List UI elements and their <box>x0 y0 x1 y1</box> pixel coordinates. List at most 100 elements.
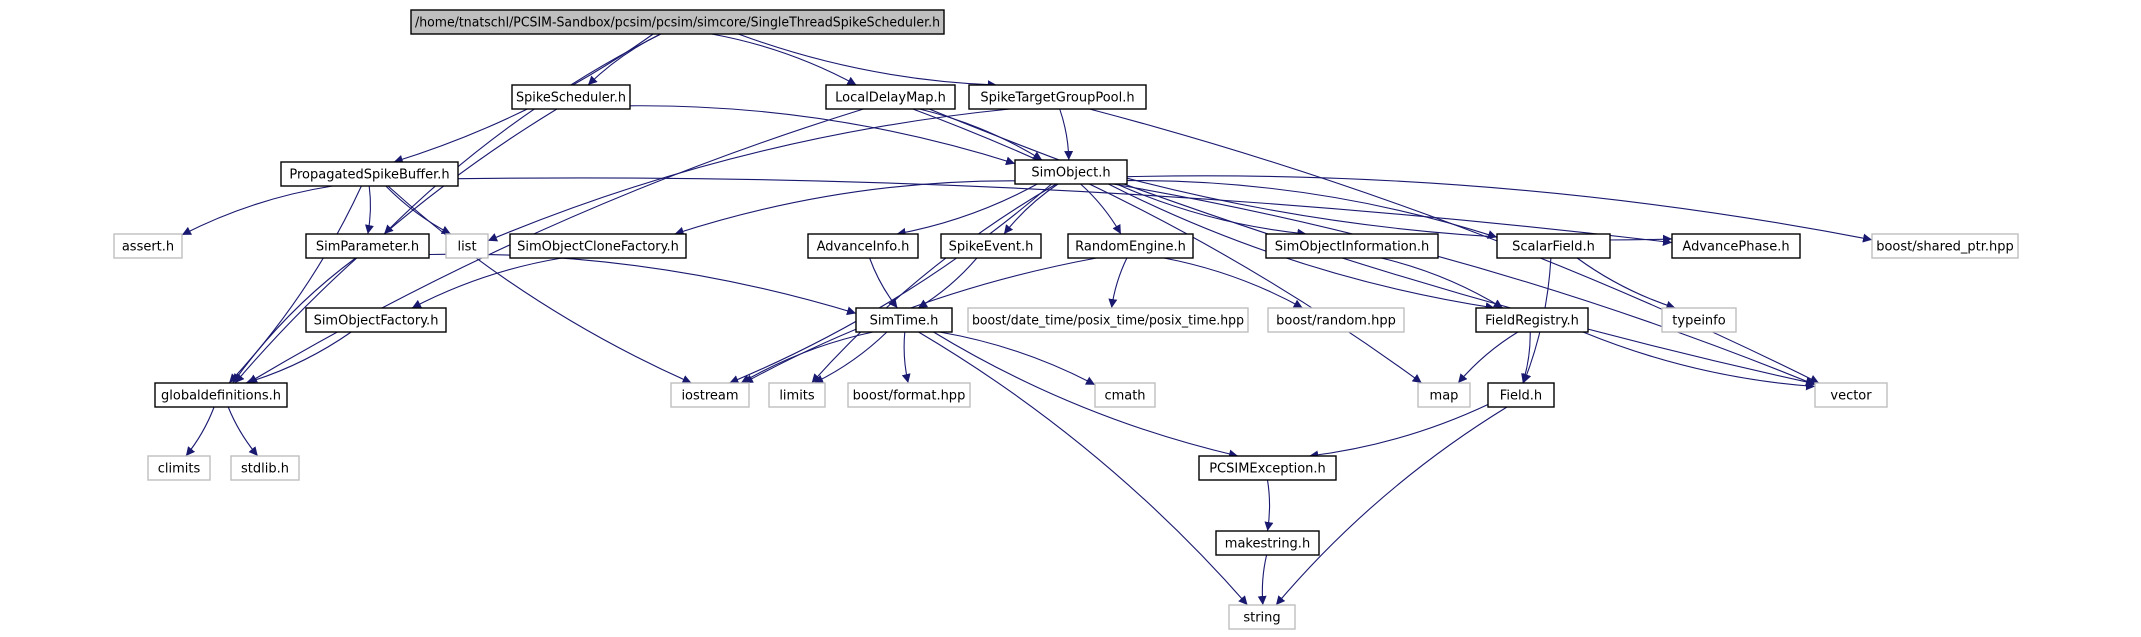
node-scalarfield[interactable]: ScalarField.h <box>1496 233 1611 259</box>
node-label: boost/date_time/posix_time/posix_time.hp… <box>972 314 1244 329</box>
edge-propagatedspikebuffer-to-advancephase <box>457 177 1673 247</box>
edge-simobject-to-advanceinfo <box>896 183 1038 237</box>
edge-line <box>1309 404 1489 460</box>
node-propagatedspikebuffer[interactable]: PropagatedSpikeBuffer.h <box>280 161 459 187</box>
edge-fieldregistry-to-field <box>1521 331 1531 384</box>
edge-simobject-to-limits <box>811 183 1057 384</box>
node-localdelaymap[interactable]: LocalDelayMap.h <box>825 84 956 110</box>
node-box <box>1014 159 1128 185</box>
node-simobject[interactable]: SimObject.h <box>1014 159 1128 185</box>
edge-line <box>743 257 1097 384</box>
edge-globaldefinitions-to-climits <box>185 406 215 457</box>
edge-line <box>1126 175 1873 243</box>
node-vector: vector <box>1814 382 1888 408</box>
node-spikescheduler[interactable]: SpikeScheduler.h <box>511 84 631 110</box>
node-label: boost/format.hpp <box>853 389 966 404</box>
node-simparameter[interactable]: SimParameter.h <box>305 233 430 259</box>
edge-line <box>917 257 978 309</box>
node-label: PropagatedSpikeBuffer.h <box>289 168 449 183</box>
node-field[interactable]: Field.h <box>1487 382 1555 408</box>
node-label: /home/tnatschl/PCSIM-Sandbox/pcsim/pcsim… <box>415 16 940 31</box>
edge-simtime-to-iostream <box>740 331 874 384</box>
edge-line <box>1126 180 1498 239</box>
edge-simobject-to-simobjectinformation <box>1116 183 1307 238</box>
node-advanceinfo[interactable]: AdvanceInfo.h <box>807 233 919 259</box>
edge-line <box>387 185 692 384</box>
node-box <box>967 307 1249 333</box>
edge-simobject-to-randomengine <box>1080 183 1122 235</box>
edge-simobject-to-scalarfield <box>1126 180 1498 239</box>
edge-root-to-simparameter <box>383 33 662 235</box>
edge-line <box>711 33 857 86</box>
edge-simtime-to-pcsimexception <box>933 331 1239 459</box>
edge-line <box>1582 331 1816 391</box>
node-box <box>509 233 687 259</box>
node-box <box>1215 530 1320 556</box>
edge-globaldefinitions-to-stdlib <box>227 406 259 457</box>
node-box <box>1417 382 1471 408</box>
edge-randomengine-to-iostream <box>743 257 1097 384</box>
node-box <box>230 455 300 481</box>
edge-line <box>1112 183 1816 386</box>
node-box <box>305 307 447 333</box>
node-simobjectclonefactory[interactable]: SimObjectCloneFactory.h <box>509 233 687 259</box>
node-fieldregistry[interactable]: FieldRegistry.h <box>1475 307 1589 333</box>
node-simtime[interactable]: SimTime.h <box>855 307 953 333</box>
edge-line <box>1059 108 1074 161</box>
node-advancephase[interactable]: AdvancePhase.h <box>1671 233 1801 259</box>
node-box <box>1475 307 1589 333</box>
node-label: SpikeEvent.h <box>949 240 1034 255</box>
node-box <box>968 84 1147 110</box>
edge-line <box>813 331 888 384</box>
node-simobjectfactory[interactable]: SimObjectFactory.h <box>305 307 447 333</box>
edge-localdelaymap-to-vector <box>928 108 1816 387</box>
node-label: makestring.h <box>1225 537 1310 552</box>
edge-line <box>1108 183 1495 312</box>
edge-line <box>487 108 1010 242</box>
node-label: globaldefinitions.h <box>161 389 281 404</box>
edge-spiketargetgrouppool-to-list <box>487 108 1010 242</box>
node-makestring[interactable]: makestring.h <box>1215 530 1320 556</box>
node-label: SimTime.h <box>870 314 939 329</box>
node-label: SimObject.h <box>1031 166 1110 181</box>
edge-line <box>1003 183 1059 235</box>
node-label: map <box>1430 389 1459 404</box>
edge-propagatedspikebuffer-to-simparameter <box>365 185 374 235</box>
node-label: FieldRegistry.h <box>1485 314 1579 329</box>
edge-spiketargetgrouppool-to-simobject <box>1059 108 1074 161</box>
edge-line <box>901 331 911 384</box>
node-label: limits <box>779 389 815 404</box>
node-map: map <box>1417 382 1471 408</box>
node-pcsimexception[interactable]: PCSIMException.h <box>1198 455 1337 481</box>
node-randomengine[interactable]: RandomEngine.h <box>1067 233 1194 259</box>
edge-line <box>869 257 898 309</box>
edge-line <box>247 108 864 384</box>
edge-line <box>185 406 215 457</box>
edge-line <box>1381 257 1504 309</box>
node-label: ScalarField.h <box>1512 240 1595 255</box>
node-label: LocalDelayMap.h <box>835 91 946 106</box>
edge-advanceinfo-to-simtime <box>869 257 898 309</box>
node-box <box>305 233 430 259</box>
node-globaldefinitions[interactable]: globaldefinitions.h <box>154 382 288 408</box>
edge-spikeevent-to-simtime <box>917 257 978 309</box>
node-label: stdlib.h <box>241 462 289 477</box>
edge-line <box>411 257 563 309</box>
node-spikeevent[interactable]: SpikeEvent.h <box>940 233 1042 259</box>
edge-line <box>383 33 662 235</box>
edge-line <box>1576 257 1676 310</box>
node-box <box>1661 307 1737 333</box>
node-spiketargetgrouppool[interactable]: SpikeTargetGroupPool.h <box>968 84 1147 110</box>
edge-simobjectclonefactory-to-simobjectfactory <box>411 257 563 309</box>
node-box <box>825 84 956 110</box>
node-box <box>1228 604 1296 630</box>
node-label: Field.h <box>1500 389 1542 404</box>
edge-line <box>896 183 1038 237</box>
node-root[interactable]: /home/tnatschl/PCSIM-Sandbox/pcsim/pcsim… <box>410 9 945 35</box>
node-box <box>147 455 211 481</box>
node-label: cmath <box>1104 389 1145 404</box>
edge-line <box>740 331 874 384</box>
edge-line <box>939 331 1096 386</box>
node-simobjectinformation[interactable]: SimObjectInformation.h <box>1265 233 1439 259</box>
node-label: PCSIMException.h <box>1209 462 1326 477</box>
